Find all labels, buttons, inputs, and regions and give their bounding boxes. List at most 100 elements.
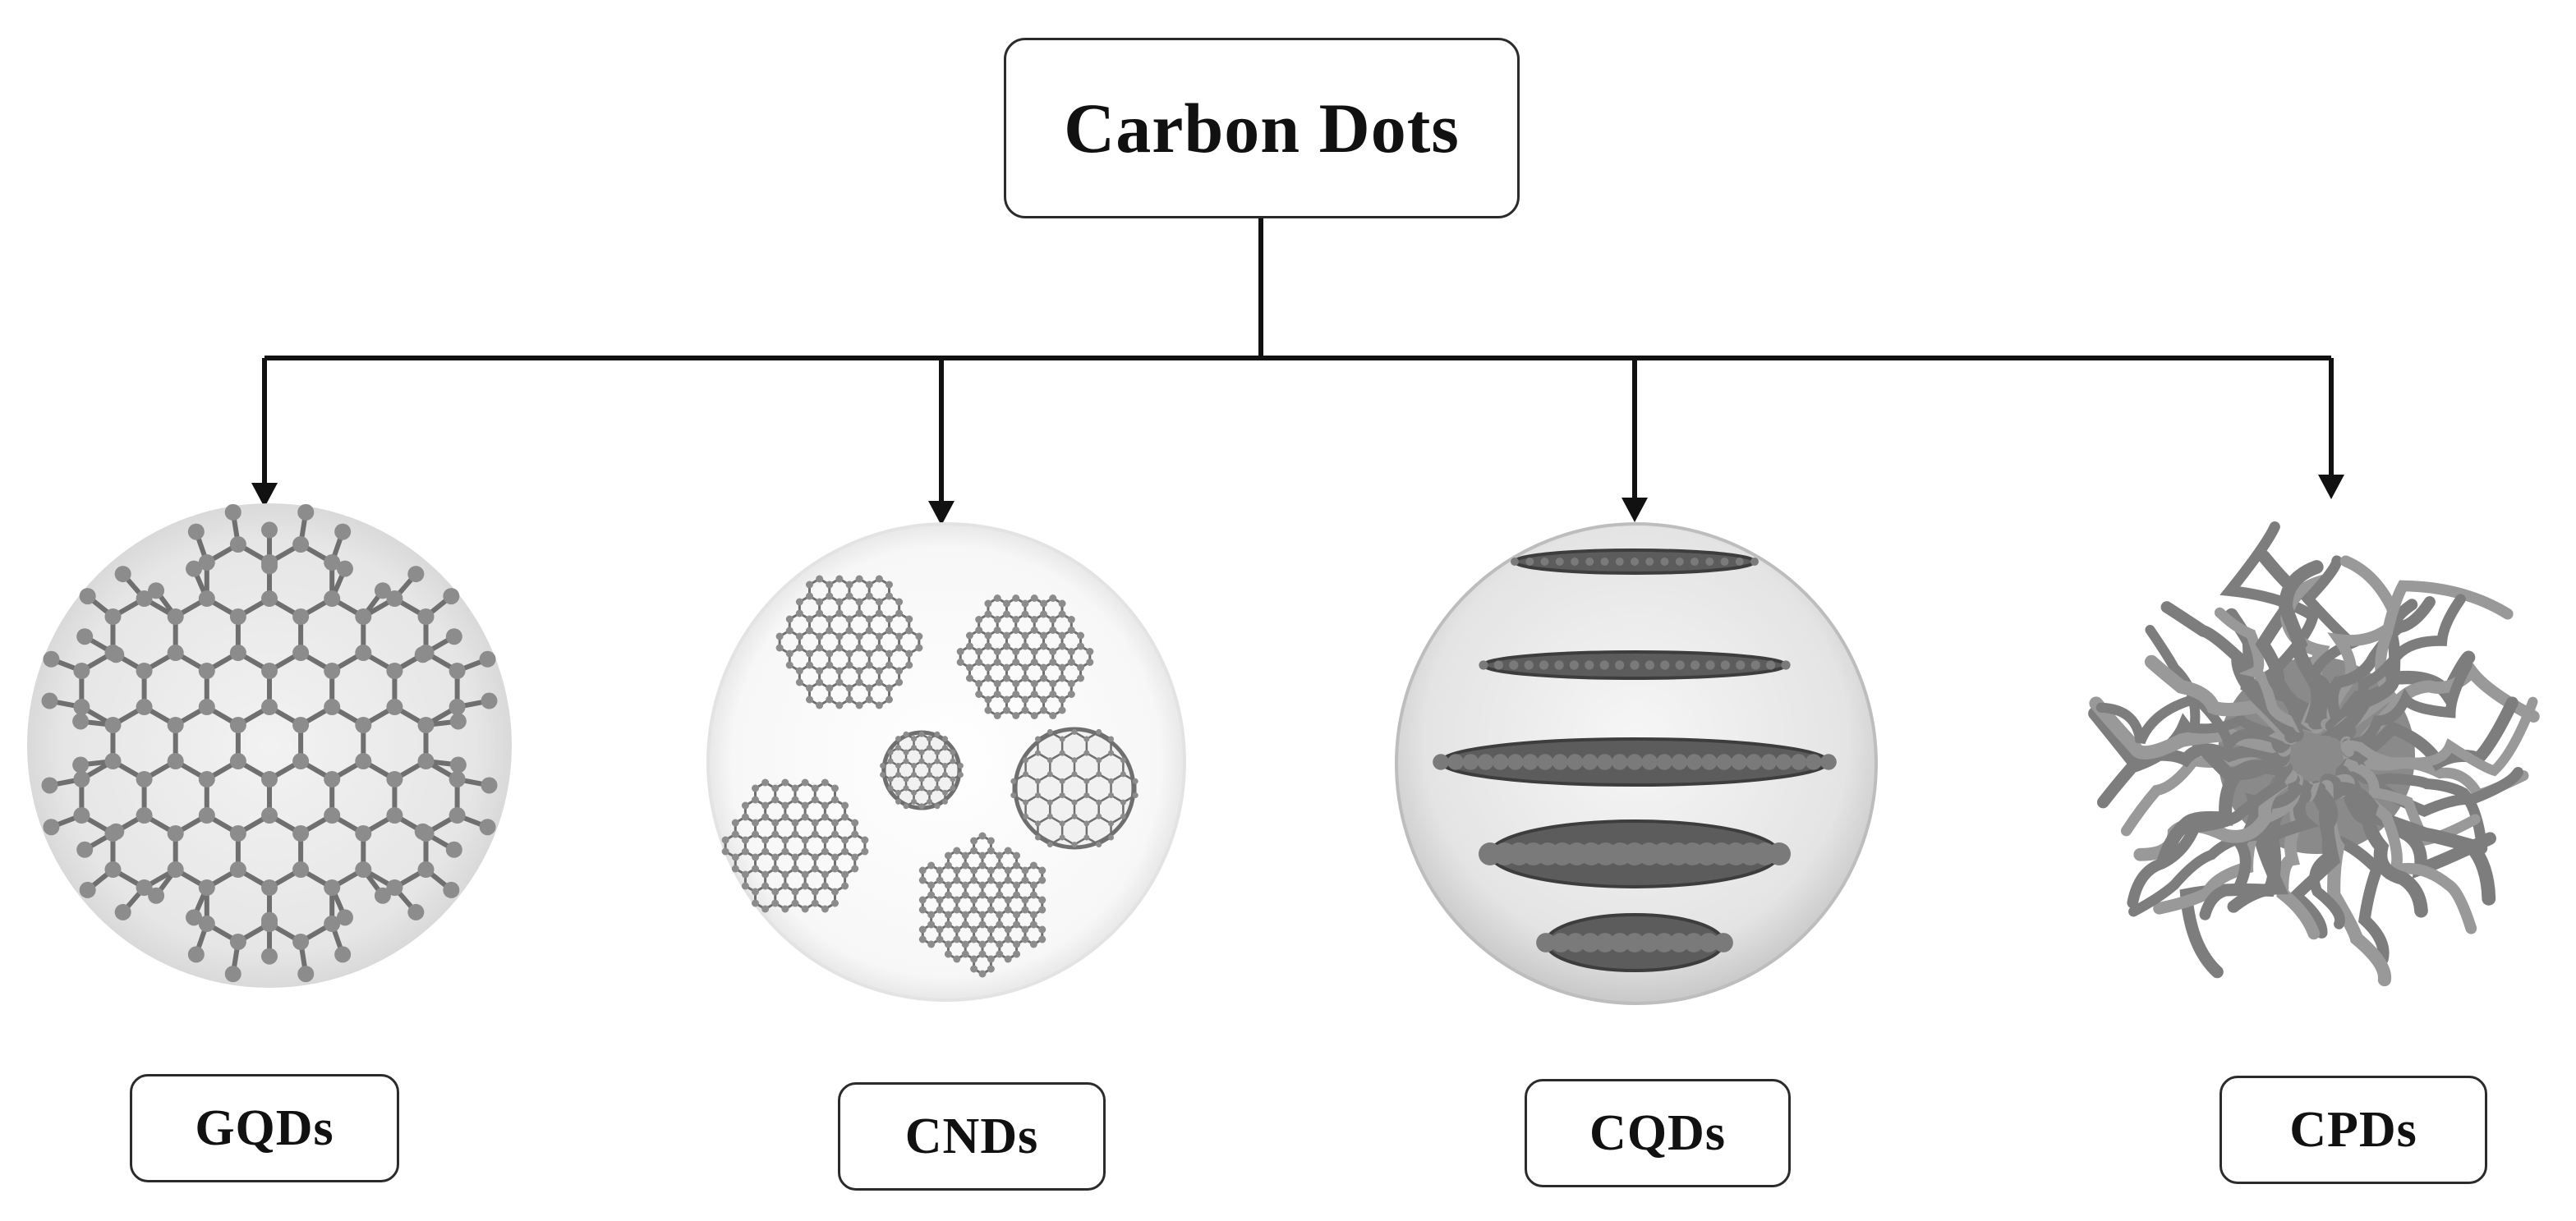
atom bbox=[148, 582, 165, 599]
atom bbox=[1038, 896, 1046, 904]
atom bbox=[741, 813, 749, 821]
atom bbox=[965, 631, 973, 640]
atom bbox=[771, 796, 780, 804]
atom bbox=[1034, 750, 1041, 756]
atom bbox=[481, 777, 498, 794]
atom bbox=[771, 888, 780, 896]
atom bbox=[1021, 599, 1029, 608]
atom bbox=[911, 736, 918, 742]
atom bbox=[1013, 950, 1021, 958]
atom bbox=[1595, 933, 1615, 952]
atom bbox=[1023, 771, 1029, 778]
fullerene-shell bbox=[1013, 727, 1136, 850]
atom bbox=[1077, 674, 1085, 682]
atom bbox=[944, 920, 952, 929]
atom bbox=[791, 853, 799, 861]
arrowhead-cpds bbox=[2318, 475, 2344, 499]
atom bbox=[1477, 754, 1494, 770]
atom bbox=[741, 870, 749, 879]
atom bbox=[806, 650, 814, 658]
atom bbox=[835, 598, 844, 606]
polymer-chain bbox=[2199, 773, 2305, 920]
atom bbox=[806, 615, 814, 623]
atom bbox=[826, 581, 834, 589]
atom bbox=[953, 906, 961, 914]
atom bbox=[136, 590, 153, 607]
atom bbox=[1083, 820, 1090, 827]
atom bbox=[261, 663, 278, 679]
atom bbox=[795, 632, 803, 640]
atom bbox=[918, 785, 925, 792]
atom bbox=[1038, 935, 1046, 943]
atom bbox=[1552, 754, 1569, 770]
atom bbox=[1600, 558, 1609, 566]
atom bbox=[1046, 757, 1053, 764]
polymer-chain bbox=[2160, 601, 2304, 742]
atom bbox=[978, 940, 987, 948]
atom bbox=[1525, 558, 1534, 566]
atom bbox=[761, 905, 770, 913]
atom bbox=[1004, 847, 1012, 855]
atom bbox=[885, 684, 893, 692]
atom bbox=[104, 608, 122, 625]
atom bbox=[229, 934, 246, 950]
atom bbox=[336, 909, 353, 926]
atom bbox=[775, 644, 784, 652]
atom bbox=[167, 825, 184, 842]
atom bbox=[1625, 933, 1644, 952]
atom bbox=[934, 749, 941, 755]
atom bbox=[791, 830, 799, 838]
stacked-graphene-layers bbox=[1433, 549, 1837, 972]
atom bbox=[261, 771, 278, 787]
atom bbox=[167, 645, 184, 661]
atom bbox=[926, 736, 932, 742]
atom bbox=[334, 946, 352, 963]
atom bbox=[1083, 778, 1090, 784]
atom bbox=[961, 911, 969, 919]
atom bbox=[927, 881, 936, 889]
atom bbox=[1021, 674, 1029, 682]
atom bbox=[198, 879, 215, 896]
atom bbox=[443, 588, 460, 605]
atom bbox=[41, 777, 58, 794]
atom bbox=[984, 599, 992, 608]
atom bbox=[1686, 754, 1703, 770]
atom bbox=[1034, 792, 1041, 799]
atom bbox=[830, 853, 839, 861]
atom bbox=[875, 598, 883, 606]
atom bbox=[1108, 736, 1115, 742]
atom bbox=[821, 882, 829, 890]
atom bbox=[845, 615, 853, 623]
atom bbox=[1012, 648, 1020, 655]
atom bbox=[731, 819, 739, 827]
atom bbox=[752, 853, 760, 861]
atom bbox=[970, 955, 978, 963]
graphene-flake bbox=[918, 832, 1046, 978]
atom bbox=[1058, 599, 1066, 608]
atom bbox=[334, 523, 352, 540]
atom bbox=[887, 758, 894, 764]
atom bbox=[905, 615, 913, 623]
atom bbox=[978, 891, 987, 899]
atom bbox=[731, 830, 739, 838]
atom bbox=[918, 776, 925, 783]
atom bbox=[865, 650, 873, 658]
atom bbox=[953, 876, 961, 884]
atom bbox=[1067, 691, 1075, 698]
atom bbox=[993, 627, 1001, 634]
atom bbox=[198, 554, 215, 571]
atom bbox=[1046, 813, 1053, 819]
tree-connectors bbox=[262, 218, 2334, 501]
atom bbox=[806, 592, 814, 600]
atom bbox=[104, 717, 122, 733]
atom bbox=[167, 717, 184, 733]
atom bbox=[1096, 813, 1102, 819]
atom bbox=[336, 560, 353, 577]
atom bbox=[875, 678, 883, 686]
atom bbox=[1058, 674, 1066, 682]
atom bbox=[1034, 834, 1041, 841]
atom bbox=[811, 853, 819, 861]
atom bbox=[821, 801, 829, 810]
atom bbox=[918, 896, 927, 904]
atom bbox=[1120, 757, 1126, 764]
